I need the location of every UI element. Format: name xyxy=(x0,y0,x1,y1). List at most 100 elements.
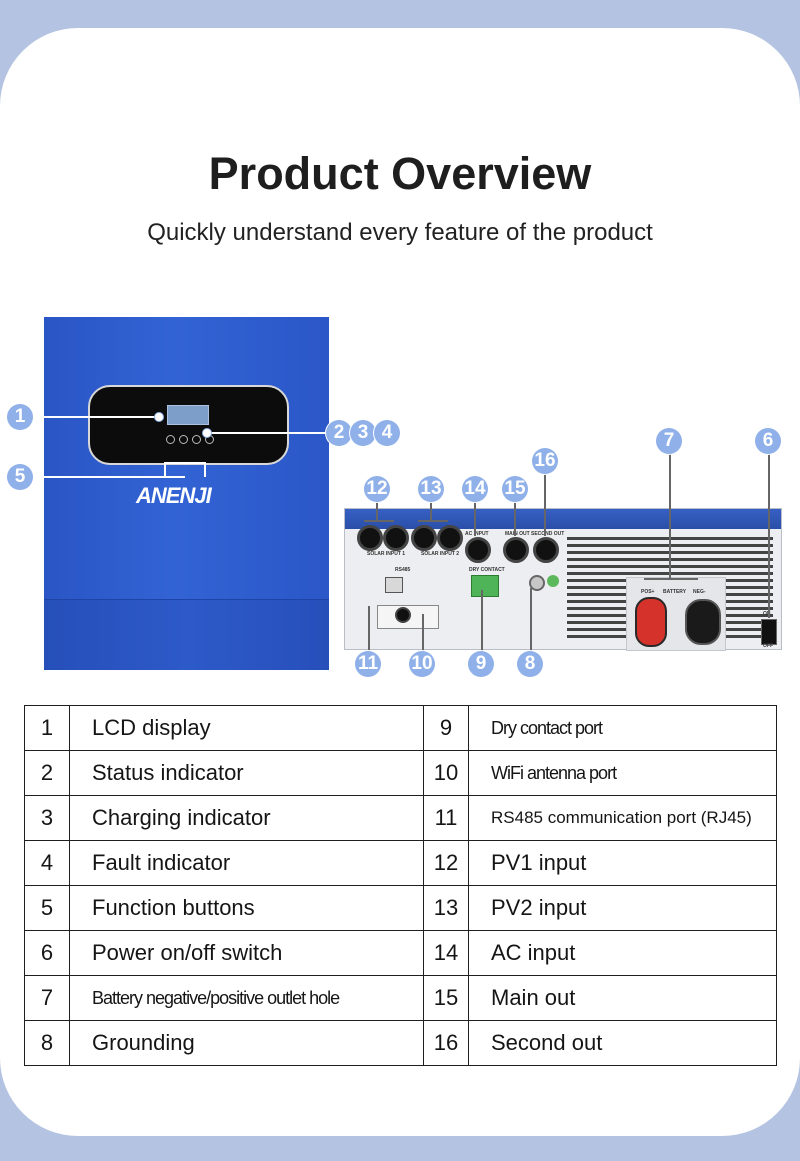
callout-line xyxy=(164,462,206,464)
pv2-port xyxy=(437,525,463,551)
table-row: 2 Status indicator 10 WiFi antenna port xyxy=(24,750,777,796)
callout-line xyxy=(514,496,516,536)
page-subtitle: Quickly understand every feature of the … xyxy=(147,219,653,246)
feature-label: Function buttons xyxy=(69,885,424,931)
function-button xyxy=(192,435,201,444)
callout-badge: 9 xyxy=(468,651,494,677)
feature-number: 15 xyxy=(423,975,469,1021)
pv2-port xyxy=(411,525,437,551)
power-switch xyxy=(761,619,777,645)
callout-badge: 2 xyxy=(326,420,352,446)
callout-line xyxy=(530,588,532,652)
callout-badge: 6 xyxy=(755,428,781,454)
port-label: NEG- xyxy=(693,589,706,595)
page-title: Product Overview xyxy=(208,148,592,199)
callout-badge: 8 xyxy=(517,651,543,677)
callout-badge: 15 xyxy=(502,476,528,502)
port-label: OFF xyxy=(763,643,773,649)
feature-label: RS485 communication port (RJ45) xyxy=(468,795,777,841)
feature-label: Battery negative/positive outlet hole xyxy=(69,975,424,1021)
callout-badge: 5 xyxy=(7,464,33,490)
port-label: DRY CONTACT xyxy=(469,567,505,573)
feature-number: 12 xyxy=(423,840,469,886)
callout-line xyxy=(30,416,158,418)
feature-number: 7 xyxy=(24,975,70,1021)
function-button xyxy=(166,435,175,444)
table-row: 6 Power on/off switch 14 AC input xyxy=(24,930,777,976)
callout-badge: 11 xyxy=(355,651,381,677)
callout-line xyxy=(210,432,330,434)
table-row: 1 LCD display 9 Dry contact port xyxy=(24,705,777,751)
callout-badge: 13 xyxy=(418,476,444,502)
inverter-bottom-image: SOLAR INPUT 1 SOLAR INPUT 2 AC INPUT MAI… xyxy=(344,508,782,651)
callout-line xyxy=(474,496,476,536)
feature-number: 2 xyxy=(24,750,70,796)
table-row: 3 Charging indicator 11 RS485 communicat… xyxy=(24,795,777,841)
feature-number: 4 xyxy=(24,840,70,886)
table-row: 5 Function buttons 13 PV2 input xyxy=(24,885,777,931)
callout-line xyxy=(669,452,671,578)
ac-input-port xyxy=(465,537,491,563)
feature-number: 13 xyxy=(423,885,469,931)
grounding-screw xyxy=(529,575,545,591)
feature-number: 3 xyxy=(24,795,70,841)
battery-negative-terminal xyxy=(685,599,721,645)
lcd-panel xyxy=(88,385,289,465)
callout-line xyxy=(430,496,432,520)
inverter-lower-panel xyxy=(44,599,329,670)
callout-line xyxy=(768,452,770,618)
grounding-symbol xyxy=(547,575,559,587)
port-label: BATTERY xyxy=(663,589,687,595)
feature-number: 5 xyxy=(24,885,70,931)
feature-number: 16 xyxy=(423,1020,469,1066)
feature-label: Grounding xyxy=(69,1020,424,1066)
callout-line xyxy=(164,462,166,477)
port-label: MAIN OUT xyxy=(505,531,530,537)
feature-label: LCD display xyxy=(69,705,424,751)
port-label: SOLAR INPUT 2 xyxy=(421,551,460,557)
callout-badge: 10 xyxy=(409,651,435,677)
lcd-screen xyxy=(167,405,209,425)
port-label: AC INPUT xyxy=(465,531,489,537)
feature-label: Fault indicator xyxy=(69,840,424,886)
feature-label: AC input xyxy=(468,930,777,976)
callout-dot xyxy=(154,412,164,422)
pv1-port xyxy=(383,525,409,551)
port-label: SECOND OUT xyxy=(531,531,565,537)
feature-number: 10 xyxy=(423,750,469,796)
feature-label: Main out xyxy=(468,975,777,1021)
feature-number: 14 xyxy=(423,930,469,976)
callout-line xyxy=(204,462,206,477)
pv1-port xyxy=(357,525,383,551)
callout-badge: 7 xyxy=(656,428,682,454)
callout-line xyxy=(422,614,424,652)
feature-label: Power on/off switch xyxy=(69,930,424,976)
main-out-port xyxy=(503,537,529,563)
feature-label: Dry contact port xyxy=(468,705,777,751)
table-row: 7 Battery negative/positive outlet hole … xyxy=(24,975,777,1021)
feature-number: 8 xyxy=(24,1020,70,1066)
wifi-antenna-connector xyxy=(395,607,411,623)
feature-number: 9 xyxy=(423,705,469,751)
feature-table: 1 LCD display 9 Dry contact port 2 Statu… xyxy=(24,705,777,1066)
callout-line xyxy=(644,578,698,580)
port-label: ON xyxy=(763,611,771,617)
callout-line xyxy=(364,520,394,522)
feature-label: Charging indicator xyxy=(69,795,424,841)
callout-line xyxy=(544,474,546,536)
feature-number: 1 xyxy=(24,705,70,751)
inverter-front-image: ANENJI xyxy=(44,317,329,670)
callout-badge: 1 xyxy=(7,404,33,430)
callout-line xyxy=(376,496,378,520)
inverter-bottom-edge xyxy=(345,509,781,529)
callout-badge: 12 xyxy=(364,476,390,502)
callout-badge: 3 xyxy=(350,420,376,446)
feature-label: PV1 input xyxy=(468,840,777,886)
callout-badge: 4 xyxy=(374,420,400,446)
port-label: RS485 xyxy=(395,567,411,573)
callout-dot xyxy=(202,428,212,438)
second-out-port xyxy=(533,537,559,563)
table-row: 8 Grounding 16 Second out xyxy=(24,1020,777,1066)
brand-logo: ANENJI xyxy=(136,483,212,508)
port-label: POS+ xyxy=(641,589,655,595)
